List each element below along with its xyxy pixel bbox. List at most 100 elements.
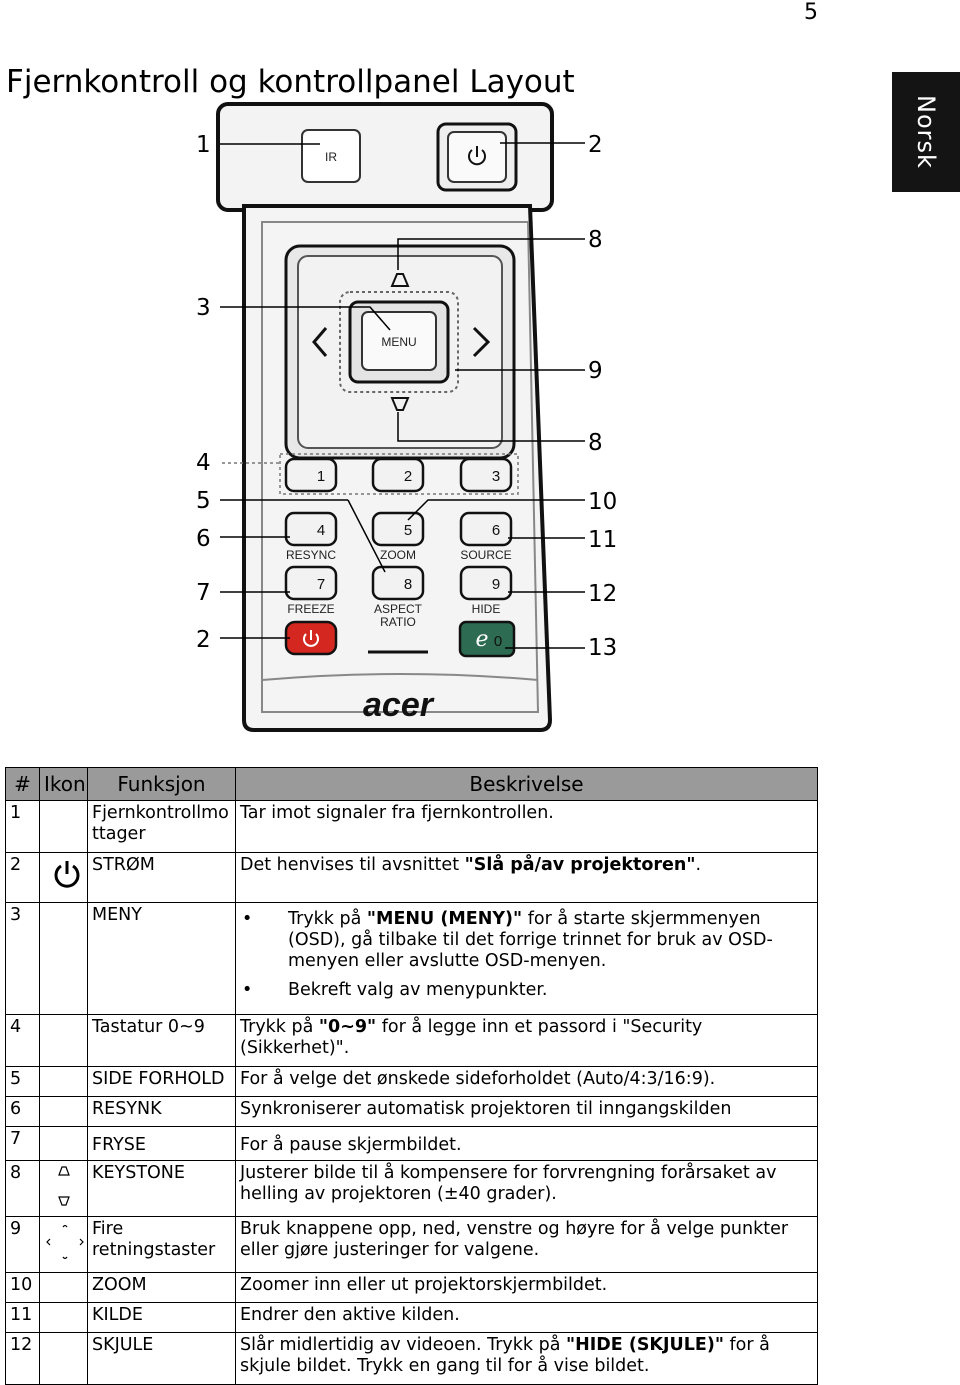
header-icon: Ikon <box>39 767 88 801</box>
row-num: 1 <box>5 800 40 853</box>
callout-lines <box>220 142 585 649</box>
desc-text: Trykk på <box>240 1017 319 1037</box>
language-tab-label: Norsk <box>912 95 940 169</box>
empowering-label: e <box>475 627 488 652</box>
desc-text: Trykk på <box>288 909 367 929</box>
row-icon <box>39 1160 88 1217</box>
callout-label: 2 <box>196 627 211 653</box>
key-label: 5 <box>404 522 412 539</box>
menu-button[interactable]: MENU <box>381 335 416 349</box>
row-icon <box>39 1272 88 1303</box>
row-num: 5 <box>5 1066 40 1097</box>
row-description: Det henvises til avsnittet "Slå på/av pr… <box>235 852 818 903</box>
row-function: KILDE <box>87 1302 236 1333</box>
row-description: Endrer den aktive kilden. <box>235 1302 818 1333</box>
callout-label: 2 <box>588 132 603 158</box>
table-row: 6 RESYNK Synkroniserer automatisk projek… <box>5 1096 818 1127</box>
table-row: 1 Fjernkontrollmottager Tar imot signale… <box>5 800 818 853</box>
keystone-down-icon[interactable] <box>390 397 410 411</box>
table-row: 12 SKJULE Slår midlertidig av videoen. T… <box>5 1332 818 1385</box>
callout-label: 5 <box>196 488 211 514</box>
callout-label: 4 <box>196 450 211 476</box>
table-row: 11 KILDE Endrer den aktive kilden. <box>5 1302 818 1333</box>
row-num: 9 <box>5 1216 40 1273</box>
callout-label: 9 <box>588 358 603 384</box>
table-row: 7 FRYSE For å pause skjermbildet. <box>5 1126 818 1161</box>
key-label: 3 <box>492 468 500 485</box>
key-1-button[interactable]: 1 <box>284 457 338 493</box>
key-label: 8 <box>404 576 412 593</box>
callout-label: 6 <box>196 526 211 552</box>
row-num: 6 <box>5 1096 40 1127</box>
key-2-button[interactable]: 2 <box>371 457 425 493</box>
acer-logo: acer <box>363 686 435 724</box>
desc-text: for å legge inn et passord i "Security (… <box>240 1017 703 1058</box>
key-label: 6 <box>492 522 500 539</box>
desc-text: Slår midlertidig av videoen. Trykk på <box>240 1335 566 1355</box>
row-description: Bruk knappene opp, ned, venstre og høyre… <box>235 1216 818 1273</box>
key-8-button[interactable]: 8 <box>371 565 425 601</box>
callout-label: 8 <box>588 430 603 456</box>
key-6-button[interactable]: 6 <box>459 511 513 547</box>
row-icon <box>39 1096 88 1127</box>
desc-text: . <box>695 855 702 875</box>
table-row: 10 ZOOM Zoomer inn eller ut projektorskj… <box>5 1272 818 1303</box>
desc-text: Det henvises til avsnittet <box>240 855 465 875</box>
row-description: Zoomer inn eller ut projektorskjermbilde… <box>235 1272 818 1303</box>
keystone-icon <box>58 1166 70 1206</box>
key-4-button[interactable]: 4 <box>284 511 338 547</box>
key-caption: ASPECT <box>374 602 423 616</box>
empowering-button[interactable]: e 0 <box>458 620 516 658</box>
desc-text: for å starte skjermmenyen (OSD), gå tilb… <box>288 909 773 971</box>
row-num: 2 <box>5 852 40 903</box>
row-num: 4 <box>5 1014 40 1067</box>
power-button-top[interactable] <box>436 122 518 192</box>
callout-label: 10 <box>588 489 617 515</box>
row-description: Trykk på "MENU (MENY)" for å starte skje… <box>235 902 818 1015</box>
desc-bold: "HIDE (SKJULE)" <box>565 1335 724 1355</box>
keystone-up-icon[interactable] <box>390 273 410 287</box>
desc-text: for å skjule bildet. Trykk en gang til f… <box>240 1335 770 1376</box>
row-function: ZOOM <box>87 1272 236 1303</box>
row-num: 7 <box>5 1126 40 1161</box>
row-icon <box>39 1302 88 1333</box>
arrow-left-icon[interactable] <box>312 327 328 357</box>
key-9-button[interactable]: 9 <box>459 565 513 601</box>
row-icon <box>39 1126 88 1161</box>
table-row: 9 Fire retningstaster Bruk knappene opp,… <box>5 1216 818 1273</box>
desc-bold: "MENU (MENY)" <box>366 909 523 929</box>
row-function: RESYNK <box>87 1096 236 1127</box>
key-5-button[interactable]: 5 <box>371 511 425 547</box>
power-icon <box>54 861 80 888</box>
table-row: 2 STRØM Det henvises til avsnittet "Slå … <box>5 852 818 903</box>
row-description: Trykk på "0~9" for å legge inn et passor… <box>235 1014 818 1067</box>
callout-label: 3 <box>196 295 211 321</box>
key-label: 1 <box>317 468 325 485</box>
table-row: 3 MENY Trykk på "MENU (MENY)" for å star… <box>5 902 818 1015</box>
callout-label: 13 <box>588 635 617 661</box>
key-7-button[interactable]: 7 <box>284 565 338 601</box>
arrow-right-icon[interactable] <box>472 326 491 358</box>
row-num: 8 <box>5 1160 40 1217</box>
desc-bold: "Slå på/av projektoren" <box>464 855 696 875</box>
menu-label: MENU <box>381 335 416 349</box>
row-icon <box>39 1216 88 1273</box>
callout-label: 7 <box>196 580 211 606</box>
callout-label: 8 <box>588 227 603 253</box>
table-header: # Ikon Funksjon Beskrivelse <box>5 767 818 801</box>
row-icon <box>39 1014 88 1067</box>
row-function: FRYSE <box>87 1126 236 1161</box>
row-description: Slår midlertidig av videoen. Trykk på "H… <box>235 1332 818 1385</box>
power-button-red[interactable] <box>284 620 338 656</box>
arrow-keys-icon <box>46 1224 84 1260</box>
key-0-label: 0 <box>494 633 502 650</box>
table-row: 4 Tastatur 0~9 Trykk på "0~9" for å legg… <box>5 1014 818 1067</box>
row-icon <box>39 902 88 1015</box>
row-description: Synkroniserer automatisk projektoren til… <box>235 1096 818 1127</box>
callout-label: 11 <box>588 527 617 553</box>
key-caption: HIDE <box>472 602 501 616</box>
key-3-button[interactable]: 3 <box>459 457 513 493</box>
